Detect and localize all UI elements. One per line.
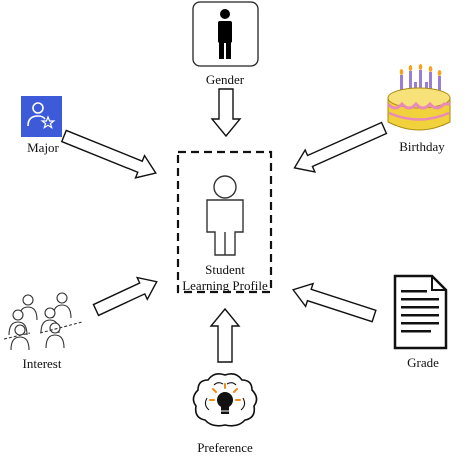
student-icon	[206, 175, 244, 256]
gender-label: Gender	[206, 72, 245, 87]
center-dashed-box	[176, 150, 273, 294]
birthday-cake-icon	[386, 64, 451, 131]
center-label-line2: Learning Profile	[182, 278, 268, 293]
preference-node: Preference	[192, 373, 258, 455]
gender-node: Gender	[192, 1, 259, 87]
interest-node: Interest	[3, 292, 83, 371]
group-people-icon	[3, 292, 83, 351]
grade-label: Grade	[407, 355, 439, 370]
grade-node: Grade	[393, 274, 448, 370]
birthday-node: Birthday	[386, 64, 451, 154]
preference-label: Preference	[197, 440, 253, 455]
major-arrow	[60, 129, 157, 179]
birthday-label: Birthday	[399, 139, 445, 154]
interest-arrow	[92, 276, 158, 317]
center-label-line1: Student	[205, 262, 245, 277]
birthday-arrow	[293, 121, 388, 173]
grade-arrow	[292, 282, 377, 323]
major-node: Major	[21, 96, 62, 155]
gender-arrow	[210, 88, 242, 138]
brain-lightbulb-icon	[192, 373, 258, 427]
interest-label: Interest	[23, 356, 62, 371]
document-icon	[393, 274, 448, 350]
major-label: Major	[27, 140, 59, 155]
preference-arrow	[209, 307, 241, 363]
